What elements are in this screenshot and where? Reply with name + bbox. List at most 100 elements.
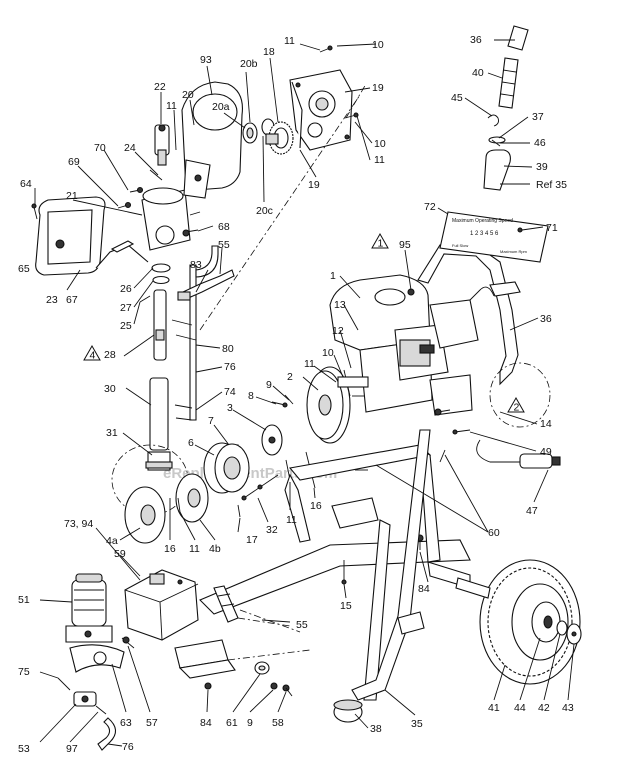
tube-parts-80-76-74 xyxy=(171,245,219,421)
switch-cord-part-47 xyxy=(476,439,561,469)
label-26: 26 xyxy=(120,283,132,295)
pressure-control-part-59 xyxy=(124,569,199,641)
label-49: 49 xyxy=(540,446,552,458)
label-37: 37 xyxy=(532,111,544,123)
label-6: 6 xyxy=(188,437,194,449)
pulley-part-2 xyxy=(306,366,351,444)
svg-text:1: 1 xyxy=(378,238,384,250)
label-45: 45 xyxy=(451,92,463,104)
bracket-plate xyxy=(174,639,236,679)
yoke-part-22 xyxy=(154,124,170,166)
label-9b: 9 xyxy=(247,717,253,729)
label-2: 2 xyxy=(287,371,293,383)
label-39: 39 xyxy=(536,161,548,173)
gear-housing-part-93 xyxy=(181,81,243,199)
label-75: 75 xyxy=(18,666,30,678)
label-60: 60 xyxy=(488,527,500,539)
label-36b: 36 xyxy=(540,313,552,325)
label-16b: 16 xyxy=(310,500,322,512)
pump-housing-part-21 xyxy=(141,187,201,251)
label-83: 83 xyxy=(190,259,202,271)
label-35: 35 xyxy=(411,718,423,730)
hub-part-3 xyxy=(261,424,283,456)
label-55a: 55 xyxy=(218,239,230,251)
label-93: 93 xyxy=(200,54,212,66)
hubcap-part-43 xyxy=(566,623,582,645)
label-76b: 76 xyxy=(122,741,134,753)
label-57: 57 xyxy=(146,717,158,729)
label-76a: 76 xyxy=(224,361,236,373)
label-65: 65 xyxy=(18,263,30,275)
plate-right-word: Maximum Rpm xyxy=(500,249,528,254)
label-14: 14 xyxy=(540,418,552,430)
engine-shaft xyxy=(337,376,369,388)
label-55b: 55 xyxy=(296,619,308,631)
displacement-rod-part-28 xyxy=(153,289,167,361)
gear-part-18 xyxy=(265,121,294,155)
label-16a: 16 xyxy=(164,543,176,555)
parts-artwork: Maximum Operating Speed 1 2 3 4 5 6 Full… xyxy=(31,25,582,751)
label-11f: 11 xyxy=(286,514,297,526)
label-44: 44 xyxy=(514,702,526,714)
label-42: 42 xyxy=(538,702,550,714)
label-22: 22 xyxy=(154,81,166,93)
label-40: 40 xyxy=(472,67,484,79)
label-63: 63 xyxy=(120,717,132,729)
label-7: 7 xyxy=(208,415,214,427)
label-43: 43 xyxy=(562,702,574,714)
label-11b: 11 xyxy=(374,154,385,166)
foot-cap-part-38 xyxy=(333,699,363,723)
warning-tag-w1: 1 xyxy=(371,232,389,250)
label-18: 18 xyxy=(263,46,275,58)
label-84a: 84 xyxy=(200,717,212,729)
clutch-plate-part-4b xyxy=(175,473,209,523)
bearing-part-20a xyxy=(242,122,258,144)
label-36a: 36 xyxy=(470,34,482,46)
label-13: 13 xyxy=(334,299,346,311)
label-80: 80 xyxy=(222,343,234,355)
washer-part-42 xyxy=(556,620,568,636)
label-64: 64 xyxy=(20,178,32,190)
label-20a: 20a xyxy=(212,101,230,113)
label-67: 67 xyxy=(66,294,78,306)
svg-text:2: 2 xyxy=(514,402,520,414)
cylinder-part-30 xyxy=(149,377,169,451)
label-23: 23 xyxy=(46,294,58,306)
label-51: 51 xyxy=(18,594,30,606)
plate-title: Maximum Operating Speed xyxy=(452,218,513,224)
label-10c: 10 xyxy=(322,347,334,359)
label-8: 8 xyxy=(248,390,254,402)
label-32: 32 xyxy=(266,524,278,536)
label-1: 1 xyxy=(330,270,336,282)
warning-tag-w2: 2 xyxy=(507,396,525,414)
label-84b: 84 xyxy=(418,583,430,595)
engine-part-1 xyxy=(329,274,479,416)
label-71: 71 xyxy=(546,222,558,234)
plate-digits: 1 2 3 4 5 6 xyxy=(470,231,499,237)
label-20b: 20b xyxy=(240,58,258,70)
callout-labels: 10 11 19 10 11 19 18 20b 20a 20c 93 20 2… xyxy=(18,34,574,755)
label-58: 58 xyxy=(272,717,284,729)
label-12: 12 xyxy=(332,325,344,337)
label-61: 61 xyxy=(226,717,238,729)
label-11d: 11 xyxy=(304,358,315,370)
wheel-hub-part-44 xyxy=(531,601,561,643)
warning-tag-w4: 4 xyxy=(83,344,101,362)
speed-plate-part-72: Maximum Operating Speed 1 2 3 4 5 6 Full… xyxy=(439,211,549,263)
label-70: 70 xyxy=(94,142,106,154)
label-15: 15 xyxy=(340,600,352,612)
label-4b: 4b xyxy=(209,543,221,555)
label-20c: 20c xyxy=(256,205,273,217)
screw-part-64 xyxy=(31,203,38,220)
filter-part-51 xyxy=(65,573,113,643)
svg-text:4: 4 xyxy=(90,350,96,362)
shroud-cover-part xyxy=(35,196,106,276)
leader-lines xyxy=(34,39,575,747)
label-9a: 9 xyxy=(266,379,272,391)
label-24: 24 xyxy=(124,142,136,154)
label-17: 17 xyxy=(246,534,258,546)
label-3: 3 xyxy=(227,402,233,414)
clutch-part-6 xyxy=(203,442,250,494)
label-31: 31 xyxy=(106,427,118,439)
clutch-plate-part-4a xyxy=(124,486,166,544)
